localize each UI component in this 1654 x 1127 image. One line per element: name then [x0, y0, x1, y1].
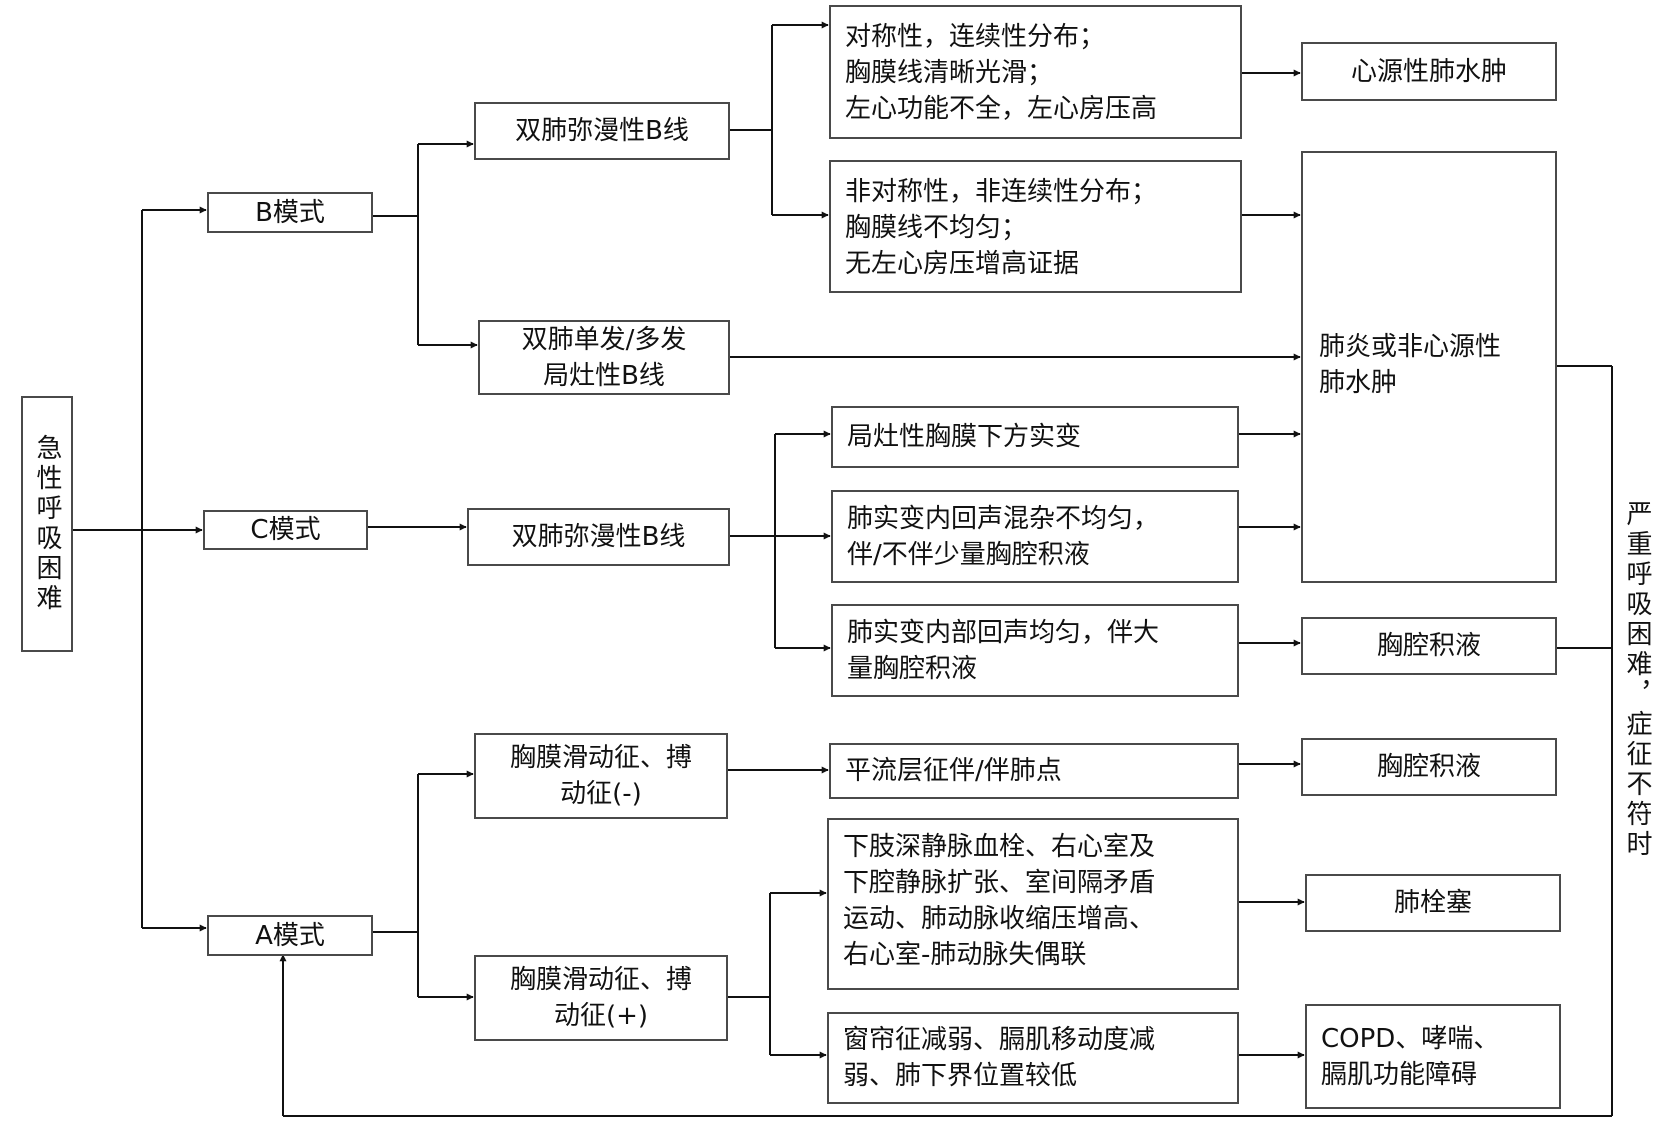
- a-slide-negative-label: 胸膜滑动征、搏 动征(-): [509, 743, 692, 809]
- outcome-cardiogenic-node: 心源性肺水肿: [1301, 42, 1557, 101]
- outcome-embolism-label: 肺栓塞: [1393, 888, 1472, 918]
- a-dvt-label: 下肢深静脉血栓、右心室及 下腔静脉扩张、室间隔矛盾 运动、肺动脉收缩压增高、 右…: [843, 832, 1156, 970]
- a-curtain-label: 窗帘征减弱、膈肌移动度减 弱、肺下界位置较低: [843, 1025, 1156, 1091]
- a-slide-negative-node: 胸膜滑动征、搏 动征(-): [474, 733, 728, 819]
- a-dvt-node: 下肢深静脉血栓、右心室及 下腔静脉扩张、室间隔矛盾 运动、肺动脉收缩压增高、 右…: [827, 818, 1239, 990]
- a-mode-node: A模式: [207, 915, 373, 956]
- c-subpleural-node: 局灶性胸膜下方实变: [831, 406, 1239, 468]
- b-asymmetric-node: 非对称性，非连续性分布； 胸膜线不均匀； 无左心房压增高证据: [829, 160, 1242, 293]
- b-focal-node: 双肺单发/多发 局灶性B线: [478, 320, 730, 395]
- b-symmetric-label: 对称性，连续性分布； 胸膜线清晰光滑； 左心功能不全，左心房压高: [845, 22, 1158, 124]
- b-mode-label: B模式: [255, 197, 325, 228]
- c-subpleural-label: 局灶性胸膜下方实变: [847, 422, 1082, 452]
- outcome-embolism-node: 肺栓塞: [1305, 874, 1561, 932]
- b-diffuse-node: 双肺弥漫性B线: [474, 102, 730, 160]
- outcome-copd-node: COPD、哮喘、 膈肌功能障碍: [1305, 1004, 1561, 1109]
- b-symmetric-node: 对称性，连续性分布； 胸膜线清晰光滑； 左心功能不全，左心房压高: [829, 5, 1242, 139]
- root-node: 急性呼吸困难: [21, 396, 73, 652]
- outcome-effusion-c-node: 胸腔积液: [1301, 617, 1557, 675]
- outcome-pneumonia-node: 肺炎或非心源性 肺水肿: [1301, 151, 1557, 583]
- b-diffuse-label: 双肺弥漫性B线: [515, 116, 689, 146]
- feedback-label: 严重呼吸困难，症征不符时: [1622, 500, 1652, 860]
- a-mode-label: A模式: [255, 920, 325, 951]
- c-mode-label: C模式: [250, 515, 321, 545]
- c-mixed-echo-node: 肺实变内回声混杂不均匀， 伴/不伴少量胸腔积液: [831, 490, 1239, 583]
- root-label: 急性呼吸困难: [32, 434, 62, 614]
- c-mode-node: C模式: [203, 510, 368, 550]
- c-uniform-echo-label: 肺实变内部回声均匀，伴大 量胸腔积液: [847, 617, 1160, 684]
- c-diffuse-node: 双肺弥漫性B线: [467, 508, 730, 566]
- outcome-cardiogenic-label: 心源性肺水肿: [1350, 56, 1507, 87]
- outcome-effusion-a-node: 胸腔积液: [1301, 738, 1557, 796]
- a-slide-positive-label: 胸膜滑动征、搏 动征(+): [509, 965, 692, 1031]
- a-stratosphere-node: 平流层征伴/伴肺点: [829, 743, 1239, 799]
- b-focal-label: 双肺单发/多发 局灶性B线: [521, 324, 687, 391]
- b-asymmetric-label: 非对称性，非连续性分布； 胸膜线不均匀； 无左心房压增高证据: [845, 177, 1158, 279]
- outcome-pneumonia-label: 肺炎或非心源性 肺水肿: [1319, 332, 1502, 398]
- c-mixed-echo-label: 肺实变内回声混杂不均匀， 伴/不伴少量胸腔积液: [847, 503, 1160, 570]
- b-mode-node: B模式: [207, 192, 373, 233]
- a-curtain-node: 窗帘征减弱、膈肌移动度减 弱、肺下界位置较低: [827, 1012, 1239, 1104]
- c-diffuse-label: 双肺弥漫性B线: [511, 522, 686, 552]
- a-slide-positive-node: 胸膜滑动征、搏 动征(+): [474, 955, 728, 1041]
- c-uniform-echo-node: 肺实变内部回声均匀，伴大 量胸腔积液: [831, 604, 1239, 697]
- outcome-effusion-c-label: 胸腔积液: [1376, 631, 1481, 661]
- a-stratosphere-label: 平流层征伴/伴肺点: [845, 756, 1062, 786]
- outcome-copd-label: COPD、哮喘、 膈肌功能障碍: [1321, 1023, 1500, 1090]
- outcome-effusion-a-label: 胸腔积液: [1376, 752, 1481, 782]
